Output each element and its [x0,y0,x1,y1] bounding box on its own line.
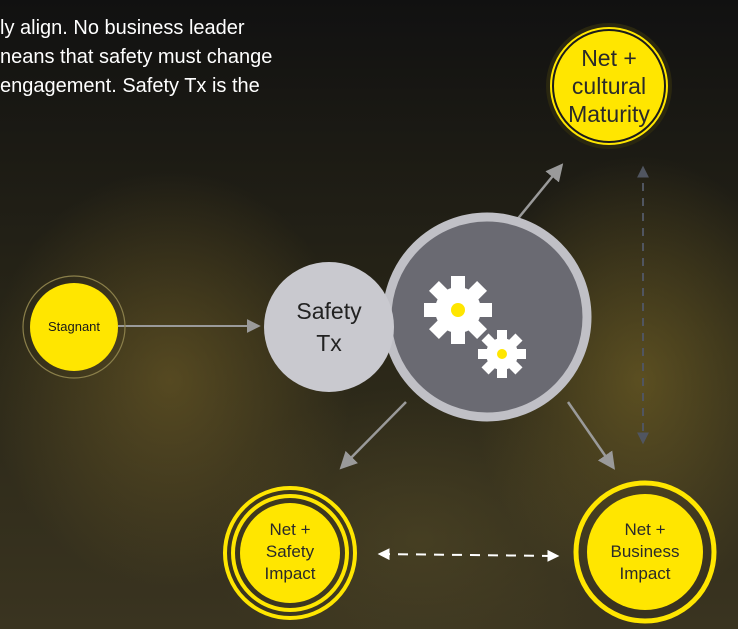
intro-line: engagement. Safety Tx is the [0,75,260,97]
arrow-hub-to-safety-impact [339,401,407,470]
business-impact-label-line: Business [610,542,680,561]
dashed-arrow-safety-business [377,548,560,562]
stagnant-label: Stagnant [47,319,101,335]
business-impact-node [573,480,717,624]
cultural-maturity-label-line: Net + [581,45,637,71]
cultural-maturity-label-line: cultural [571,73,647,99]
safety-impact-label-line: Net + [269,520,311,539]
gear-icon [478,330,526,378]
gear-icon [424,276,492,344]
stagnant-node [22,275,126,379]
arrow-hub-to-business-impact [566,401,615,470]
safety-impact-label-line: Safety [265,542,315,561]
cultural-maturity-label: Net + cultural Maturity [549,36,669,136]
safety-impact-label-line: Impact [264,564,316,583]
safety-tx-label: Safety Tx [274,290,384,364]
intro-text: ly align. No business leader neans that … [0,14,454,101]
safety-tx-label-line: Tx [316,330,342,356]
business-impact-label-line: Net + [624,520,666,539]
intro-line: ly align. No business leader [0,17,245,39]
cultural-maturity-node [546,23,672,149]
business-impact-label: Net + Business Impact [595,512,695,592]
safety-tx-node [264,262,394,392]
safety-impact-label: Net + Safety Impact [240,512,340,592]
safety-tx-label-line: Safety [296,298,362,324]
business-impact-label-line: Impact [619,564,671,583]
intro-line: neans that safety must change [0,46,273,68]
cultural-maturity-label-line: Maturity [568,101,650,127]
safety-impact-node [223,486,357,620]
